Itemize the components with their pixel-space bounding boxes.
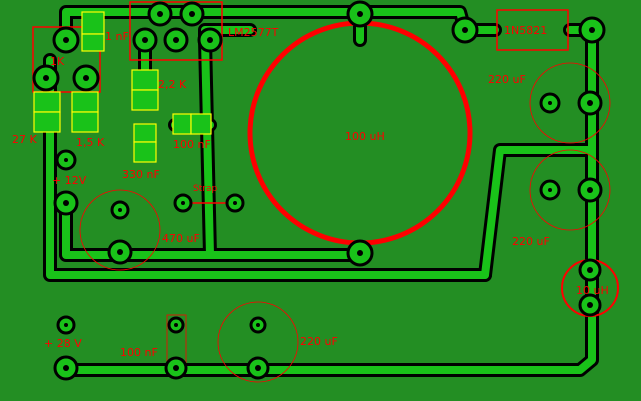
smd-330nf-a [133, 123, 157, 143]
label-330nf: 330 nF [122, 168, 160, 181]
smd-2-2k-a [131, 69, 159, 91]
cap-220uf-bottom-outline [217, 301, 299, 383]
label-100uh: 100 uH [345, 130, 385, 143]
label-12v: + 12V [52, 174, 87, 187]
label-2-2k: 2,2 K [158, 78, 187, 91]
labels: LM2577T 1N5821 100 uH 10 uH 1 nF 1K 2,2 … [12, 24, 609, 359]
cap-220uf-top-outline [529, 62, 611, 144]
label-10uh: 10 uH [576, 284, 609, 297]
label-100nf-top: 100 nF [173, 138, 211, 151]
smd-100nf-b [190, 113, 212, 135]
smd-1-5k-b [71, 111, 99, 133]
label-100nf-bottom: 100 nF [120, 346, 158, 359]
label-470uf: 470 uF [162, 232, 200, 245]
label-220uf-bottom: 220 uF [300, 335, 338, 348]
label-strap: Strap [193, 184, 217, 194]
1n5821-outline [496, 9, 569, 51]
through-hole-pads [32, 0, 606, 381]
label-lm2577t: LM2577T [228, 26, 279, 39]
cap-220uf-mid-outline [529, 149, 611, 231]
smd-100nf-a [172, 113, 192, 135]
lm2577t-outline [129, 1, 223, 61]
label-1nf: 1 nF [105, 30, 129, 43]
smd-330nf-b [133, 141, 157, 163]
smd-pads [33, 11, 212, 163]
label-1k: 1K [50, 55, 65, 68]
smd-1-5k-a [71, 91, 99, 113]
smd-1nf-b [81, 33, 105, 52]
smd-27k-a [33, 91, 61, 113]
label-220uf-top: 220 uF [488, 73, 526, 86]
cap-470uf-outline [79, 189, 161, 271]
label-28v: + 28 V [44, 337, 82, 350]
smd-27k-b [33, 111, 61, 133]
label-1-5k: 1,5 K [76, 136, 105, 149]
label-220uf-mid: 220 uF [512, 235, 550, 248]
label-1n5821: 1N5821 [504, 24, 547, 37]
smd-1nf-a [81, 11, 105, 35]
smd-2-2k-b [131, 89, 159, 111]
label-27k: 27 K [12, 133, 37, 146]
